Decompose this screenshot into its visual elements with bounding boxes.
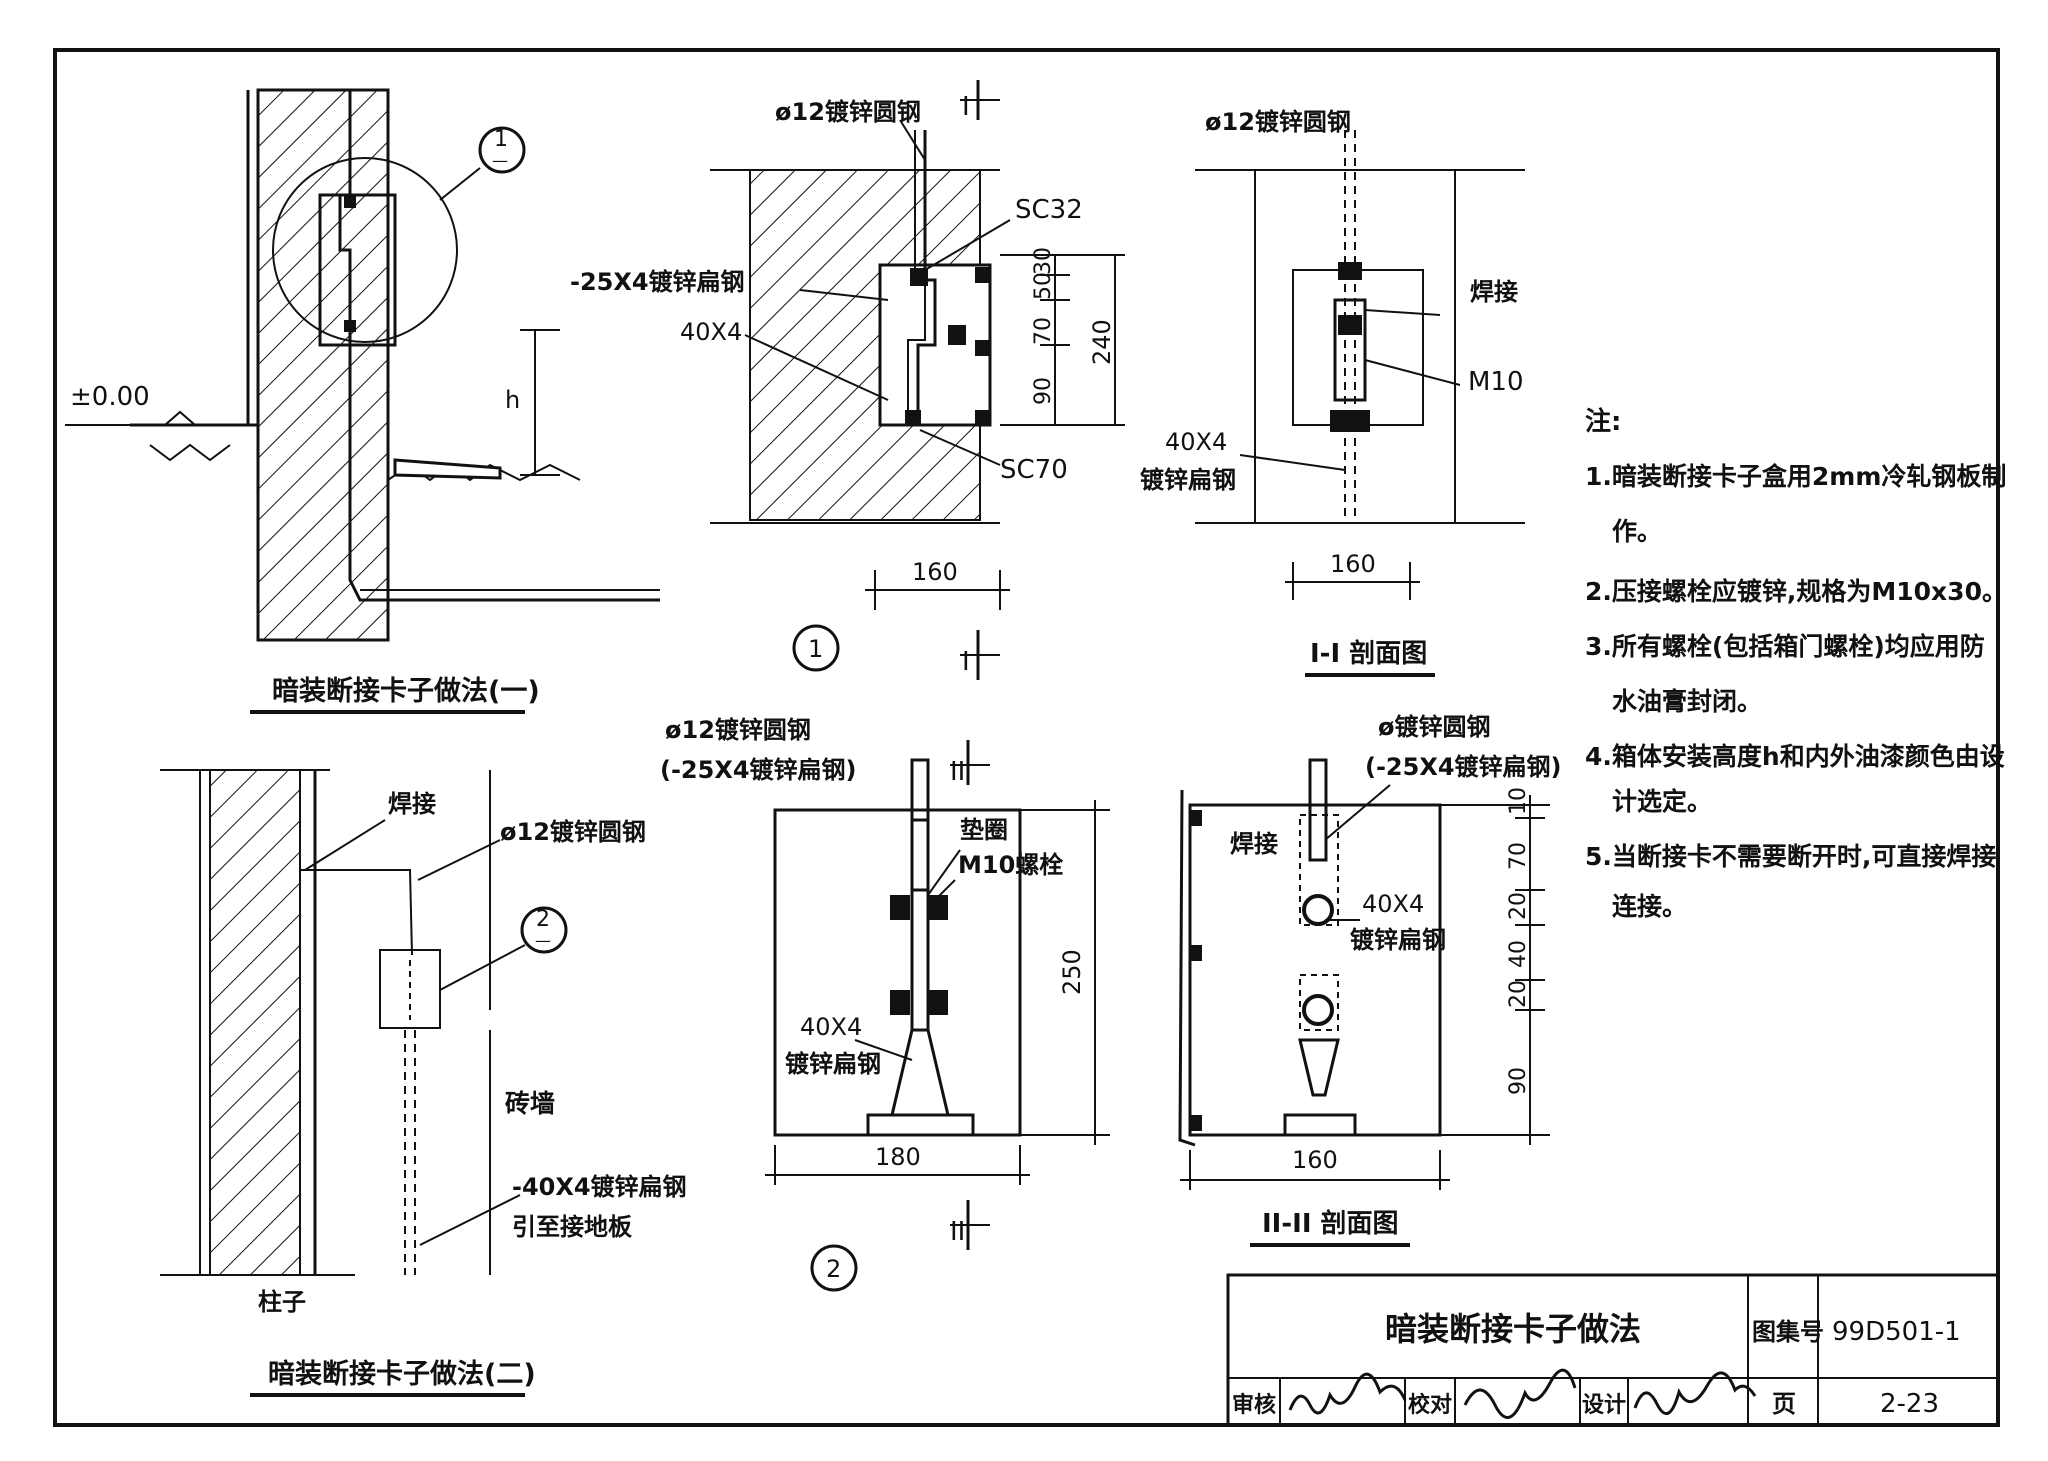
fig2-column-label: 柱子 — [258, 1288, 306, 1316]
detail1-number: 1 — [808, 635, 823, 663]
section2-rod-label: ø镀锌圆钢 — [1378, 713, 1491, 741]
detail2-washer: 垫圈 — [960, 816, 1008, 844]
title-block-review-label: 审核 — [1232, 1392, 1276, 1418]
fig1-datum: ±0.00 — [70, 382, 150, 412]
fig2-rod-label: ø12镀锌圆钢 — [500, 818, 646, 846]
detail2-rod-alt: (-25X4镀锌扁钢) — [660, 756, 857, 784]
fig2-flat-steel: -40X4镀锌扁钢 — [512, 1173, 687, 1201]
note-line-4: 3.所有螺栓(包括箱门螺栓)均应用防 — [1585, 632, 1985, 661]
notes-heading: 注: — [1585, 406, 1621, 437]
note-line-2: 作。 — [1612, 517, 1662, 546]
section2-dim-20b: 20 — [1506, 980, 1531, 1008]
signature-check — [1463, 1368, 1577, 1419]
note-line-7: 计选定。 — [1612, 787, 1712, 816]
detail1-flat40: 40X4 — [680, 318, 742, 346]
detail2-height: 250 — [1058, 949, 1086, 995]
note-line-8: 5.当断接卡不需要断开时,可直接焊接 — [1585, 842, 1996, 871]
signature-design — [1633, 1371, 1757, 1416]
detail2-width: 180 — [875, 1143, 921, 1171]
section2-weld: 焊接 — [1230, 830, 1278, 858]
detail1-rod-label: ø12镀锌圆钢 — [775, 98, 921, 126]
section1-flat-a: 40X4 — [1165, 428, 1227, 456]
title-block-design-label: 设计 — [1582, 1393, 1626, 1418]
detail2-section-mark-bottom: II — [950, 1217, 965, 1247]
detail1-dim-70: 70 — [1031, 317, 1056, 345]
signature-review — [1288, 1372, 1407, 1415]
note-line-6: 4.箱体安装高度h和内外油漆颜色由设 — [1585, 742, 2005, 771]
notes-block: 注: 1.暗装断接卡子盒用2mm冷轧钢板制 作。 2.压接螺栓应镀锌,规格为M1… — [1585, 406, 2007, 921]
section1-drawing — [1195, 130, 1525, 600]
detail2-rod-label: ø12镀锌圆钢 — [665, 716, 811, 744]
detail1-section-mark-top: I — [962, 92, 970, 122]
section2-dim-90: 90 — [1506, 1067, 1531, 1095]
detail2-section-mark-top: II — [950, 757, 965, 787]
section1-flat-b: 镀锌扁钢 — [1140, 466, 1236, 494]
title-block-title: 暗装断接卡子做法 — [1385, 1310, 1641, 1348]
section2-rod-alt: (-25X4镀锌扁钢) — [1365, 753, 1562, 781]
fig2-to-ground: 引至接地板 — [512, 1213, 633, 1241]
detail2-bolt: M10螺栓 — [958, 851, 1063, 879]
section2-width: 160 — [1292, 1146, 1338, 1174]
section2-title: II-II 剖面图 — [1262, 1208, 1399, 1239]
title-block-check-label: 校对 — [1408, 1392, 1452, 1418]
note-line-5: 水油膏封闭。 — [1612, 687, 1762, 716]
note-line-3: 2.压接螺栓应镀锌,规格为M10x30。 — [1585, 577, 2007, 606]
section1-width: 160 — [1330, 550, 1376, 578]
fig1-callout-sub: — — [492, 151, 508, 170]
section2-flat-b: 镀锌扁钢 — [1350, 926, 1446, 954]
note-line-9: 连接。 — [1612, 892, 1687, 921]
fig1-title: 暗装断接卡子做法(一) — [272, 676, 540, 707]
section2-flat-a: 40X4 — [1362, 890, 1424, 918]
section1-title: I-I 剖面图 — [1310, 638, 1427, 669]
section1-bolt-label: M10 — [1468, 367, 1524, 397]
section2-dim-70: 70 — [1506, 842, 1531, 870]
note-line-1: 1.暗装断接卡子盒用2mm冷轧钢板制 — [1585, 462, 2006, 491]
title-block-page-no: 2-23 — [1880, 1389, 1939, 1419]
detail2-flat-a: 40X4 — [800, 1013, 862, 1041]
detail1-width: 160 — [912, 558, 958, 586]
detail1-section-mark-bottom: I — [962, 647, 970, 677]
detail1-sc70: SC70 — [1000, 455, 1068, 485]
fig1-callout-number: 1 — [494, 127, 508, 152]
title-block-atlas-label: 图集号 — [1752, 1318, 1824, 1346]
detail1-flat25: -25X4镀锌扁钢 — [570, 268, 745, 296]
section1-weld-label: 焊接 — [1470, 278, 1518, 306]
fig2-brick-wall: 砖墙 — [505, 1089, 555, 1118]
section1-rod-label: ø12镀锌圆钢 — [1205, 108, 1351, 136]
title-block — [1226, 1273, 2000, 1427]
detail1-sc32: SC32 — [1015, 195, 1083, 225]
section2-dim-40: 40 — [1506, 940, 1531, 968]
fig2-callout-sub: — — [535, 931, 551, 950]
detail1-dim-240: 240 — [1088, 319, 1116, 365]
section2-dim-20a: 20 — [1506, 892, 1531, 920]
detail1-dim-50: 50 — [1031, 272, 1056, 300]
fig2-drawing — [160, 769, 568, 1276]
detail1-drawing — [710, 80, 1125, 680]
title-block-page-label: 页 — [1772, 1390, 1796, 1418]
fig1-h-label: h — [505, 386, 520, 414]
detail2-drawing — [765, 740, 1110, 1292]
detail1-dim-30: 30 — [1031, 247, 1056, 275]
fig2-weld-label: 焊接 — [388, 790, 436, 818]
fig2-callout-number: 2 — [536, 907, 550, 932]
detail1-dim-90: 90 — [1031, 377, 1056, 405]
title-block-atlas-no: 99D501-1 — [1832, 1317, 1961, 1347]
sheet-border — [53, 48, 2000, 1427]
detail2-number: 2 — [826, 1255, 841, 1283]
section2-drawing — [1178, 758, 1550, 1190]
detail2-flat-b: 镀锌扁钢 — [785, 1050, 881, 1078]
fig1-drawing — [65, 88, 660, 642]
fig2-title: 暗装断接卡子做法(二) — [268, 1359, 536, 1390]
section2-dim-10: 10 — [1506, 787, 1531, 815]
